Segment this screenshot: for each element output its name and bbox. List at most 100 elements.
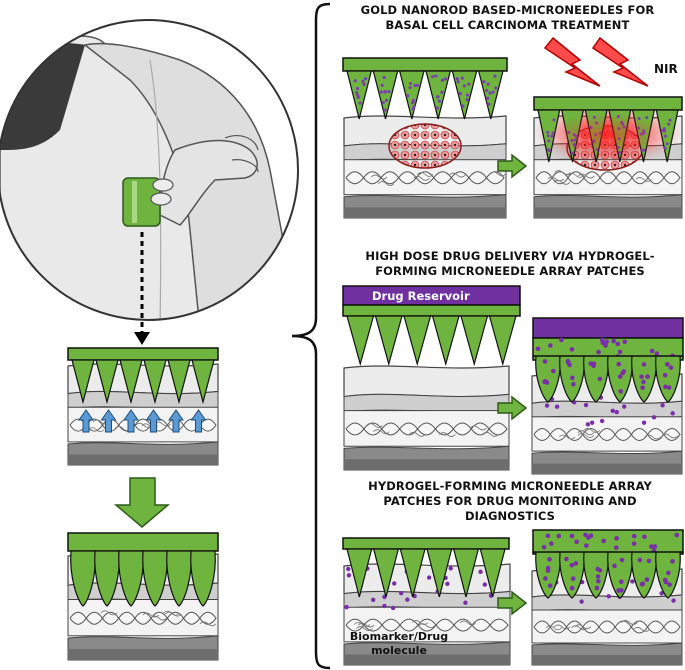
- molecule-dot: [670, 411, 675, 416]
- fat-cell-line: [418, 623, 435, 629]
- molecule-dot: [346, 566, 351, 572]
- fat-cell-line: [439, 432, 456, 437]
- fluid-up-arrow-icon: [123, 409, 139, 433]
- molecule-dot: [408, 85, 412, 90]
- molecule-dot: [583, 532, 588, 538]
- fat-cell-line: [87, 427, 105, 433]
- molecule-dot: [644, 577, 650, 582]
- molecule-dot: [665, 361, 670, 367]
- fat-cells: [345, 171, 505, 185]
- molecule-dot: [535, 346, 541, 352]
- molecule-dot: [461, 104, 465, 108]
- molecule-dot: [663, 146, 667, 150]
- green-right-arrow-icon: [497, 395, 528, 421]
- microneedle: [346, 315, 375, 367]
- molecule-dot: [353, 79, 357, 83]
- fat-cell-line: [356, 626, 373, 631]
- fat-cells: [345, 422, 508, 436]
- left-skin-panel-2: [67, 532, 219, 661]
- molecule-dot: [631, 541, 637, 547]
- muscle-bottom: [68, 649, 218, 660]
- fat-cell-line: [558, 434, 576, 440]
- fat-cells: [69, 611, 217, 625]
- fat-cell-line: [100, 610, 118, 616]
- molecule-dot: [379, 90, 383, 94]
- molecule-dot: [652, 544, 658, 549]
- fat-cell-line: [150, 615, 168, 621]
- molecule-dot: [570, 375, 575, 381]
- molecule-dot: [597, 376, 603, 382]
- fat-cells: [533, 620, 681, 634]
- molecule-dot: [443, 77, 448, 81]
- molecule-dot: [545, 533, 551, 539]
- molecule-dot: [392, 581, 397, 586]
- molecule-dot: [617, 374, 623, 379]
- molecule-dot: [668, 118, 672, 122]
- molecule-dot: [659, 591, 664, 596]
- molecule-dot: [663, 579, 669, 585]
- molecule-dot: [371, 597, 376, 603]
- molecule-dot: [674, 532, 680, 538]
- fat-cell-line: [574, 624, 592, 630]
- molecule-dot: [408, 81, 413, 86]
- molecule-dot: [381, 100, 385, 105]
- microneedle: [374, 315, 403, 367]
- molecule-dot: [478, 569, 483, 574]
- molecule-dot: [641, 420, 647, 425]
- fat-cell-line: [545, 625, 563, 631]
- molecule-dot: [547, 583, 553, 588]
- fat-cells: [533, 427, 681, 441]
- fat-cell-line: [357, 622, 375, 628]
- fat-cell-line: [644, 434, 662, 440]
- molecule-dot: [603, 343, 608, 348]
- fat-cell-line: [411, 620, 429, 625]
- microneedle: [95, 359, 119, 405]
- molecule-dot: [354, 91, 359, 95]
- molecule-dot: [654, 351, 660, 356]
- left-skin-panel-1: [67, 347, 219, 466]
- molecule-dot: [494, 86, 498, 90]
- gold-skin-after: [533, 96, 683, 219]
- molecule-dot: [618, 389, 624, 394]
- molecule-dot: [662, 372, 668, 378]
- molecule-dot: [612, 563, 617, 569]
- fluid-up-arrow-icon: [145, 409, 162, 433]
- molecule-dot: [616, 361, 622, 367]
- fat-cell-line: [377, 181, 395, 186]
- microneedle: [119, 359, 143, 405]
- molecule-dot: [569, 347, 575, 352]
- molecule-dot: [613, 545, 619, 550]
- molecule-dot: [462, 84, 466, 88]
- molecule-dot: [597, 568, 603, 573]
- fat-cell-line: [635, 176, 653, 182]
- molecule-dot: [548, 343, 553, 348]
- molecule-dot: [569, 585, 575, 591]
- needle-base: [67, 532, 219, 552]
- molecule-dot: [649, 348, 655, 354]
- fluid-up-arrow-icon: [168, 409, 184, 433]
- microneedle: [425, 70, 452, 120]
- molecule-dot: [574, 539, 579, 545]
- molecule-dot: [569, 562, 575, 568]
- molecule-dot: [583, 402, 589, 408]
- molecule-dot: [547, 139, 551, 143]
- molecule-dot: [436, 95, 440, 99]
- molecule-dot: [599, 337, 605, 343]
- molecule-dot: [383, 90, 387, 94]
- microneedle: [191, 359, 215, 405]
- microneedle: [399, 548, 426, 598]
- molecule-dot: [547, 148, 551, 152]
- dermis-layer: [343, 590, 511, 609]
- molecule-dot: [399, 591, 404, 596]
- molecule-dot: [670, 559, 675, 564]
- molecule-dot: [579, 599, 584, 604]
- muscle-bottom: [532, 655, 682, 665]
- fat-cell-line: [370, 174, 388, 180]
- molecule-dot: [405, 597, 410, 602]
- nir-bolt-icon: [591, 36, 649, 87]
- molecule-dot: [434, 74, 438, 78]
- swell-arrow-icon: [113, 477, 171, 528]
- epidermis-layer: [343, 365, 510, 398]
- microneedle: [479, 548, 506, 598]
- molecule-dot: [412, 105, 416, 109]
